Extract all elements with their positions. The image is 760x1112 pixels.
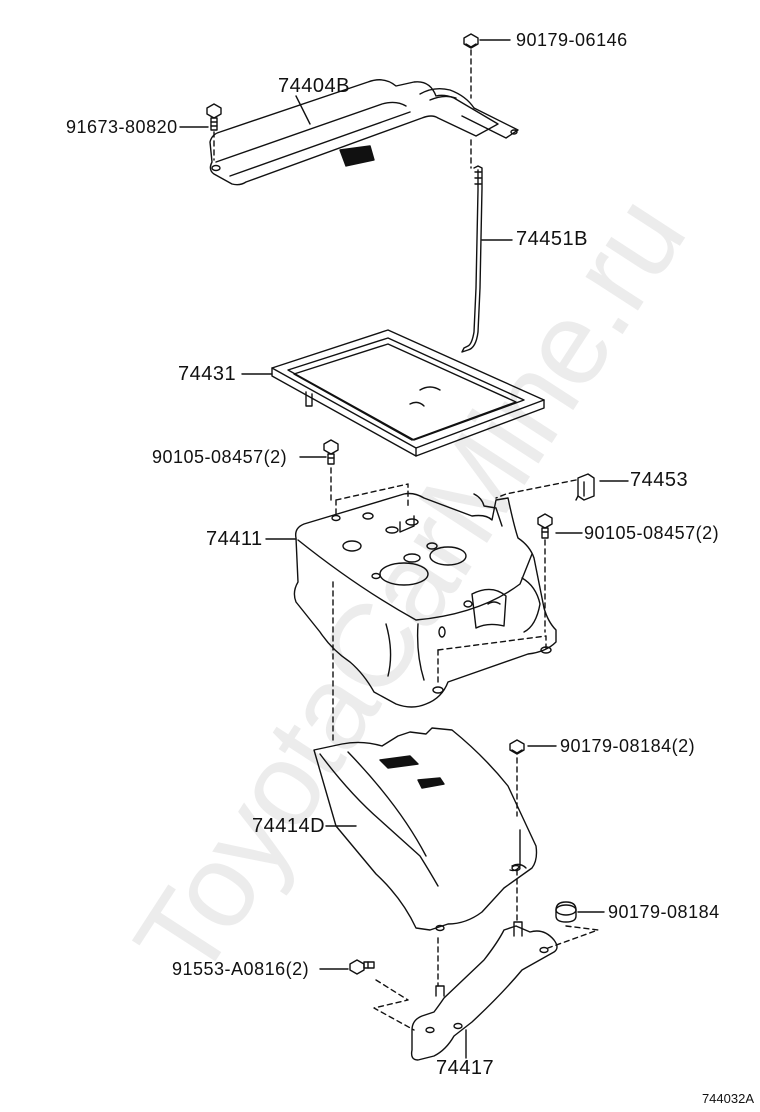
dash-nut-single [547,925,599,949]
label-90179-08184-pair: 90179-08184(2) [560,736,696,756]
nut-90179-08184-pair [509,739,525,755]
label-91673-80820: 91673-80820 [66,117,178,137]
bracket-74417 [410,921,558,1061]
label-90179-06146: 90179-06146 [516,30,628,50]
label-90105-08457-right: 90105-08457(2) [584,523,720,543]
label-74431: 74431 [178,363,237,385]
hold-down-rod-74451B [461,165,483,353]
nut-90179-06146 [463,33,479,49]
label-90105-08457-left: 90105-08457(2) [152,447,288,467]
label-74404B: 74404B [278,75,350,97]
dash-clip [495,479,577,499]
label-91553-A0816: 91553-A0816(2) [172,959,310,979]
label-74417: 74417 [436,1057,495,1079]
battery-clamp-74404B [209,79,519,186]
battery-tray-74431 [271,329,545,457]
insulator-74414D [313,727,538,932]
label-74411: 74411 [206,528,263,550]
bolt-91553-A0816 [349,959,375,975]
bolt-91673-80820 [206,103,222,131]
label-90179-08184: 90179-08184 [608,902,720,922]
battery-carrier-74411 [293,492,557,708]
bolt-90105-08457-left [323,439,339,465]
figure-code: 744032A [701,1091,754,1106]
dash-carrier-bottom [437,635,547,651]
dash-box-bottom [373,979,415,1031]
dash-box-left [335,483,409,517]
label-74453: 74453 [630,469,689,491]
label-74451B: 74451B [516,228,588,250]
label-74414D: 74414D [252,815,326,837]
clip-74453 [575,473,595,501]
nut-90179-08184 [555,901,577,923]
bolt-90105-08457-right [537,513,553,539]
leader-74404B [295,95,311,125]
